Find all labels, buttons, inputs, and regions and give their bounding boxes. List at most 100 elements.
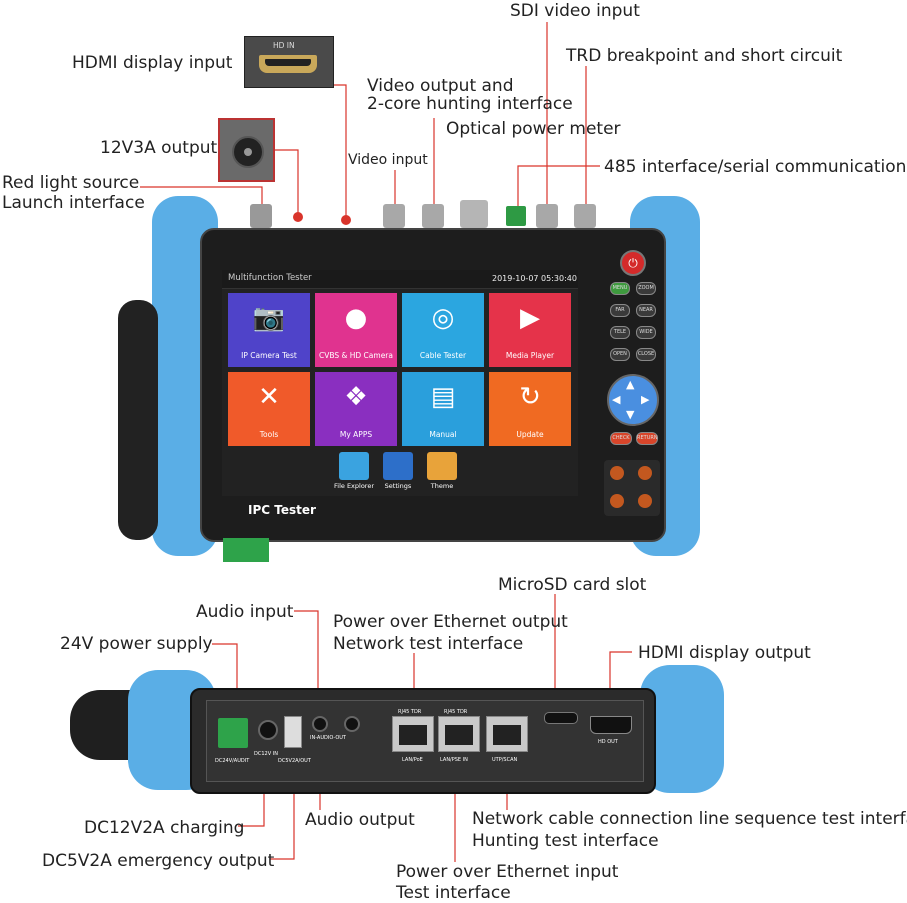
- control-key[interactable]: FAR: [610, 304, 630, 317]
- control-key[interactable]: TELE: [610, 326, 630, 339]
- dock-icon: [427, 452, 457, 480]
- callout-12v: 12V3A output: [100, 138, 218, 158]
- brand-label: IPC Tester: [248, 503, 316, 517]
- control-key[interactable]: WIDE: [636, 326, 656, 339]
- app-tile-label: Manual: [429, 430, 457, 439]
- dc-jack-closeup: [218, 118, 275, 182]
- app-tile[interactable]: ▤ Manual: [402, 372, 484, 446]
- callout-red-light-1: Red light source: [2, 173, 140, 193]
- app-tile[interactable]: ✕ Tools: [228, 372, 310, 446]
- rj45-a-label: RJ45 TDR: [398, 709, 422, 715]
- dc-jack-icon: [232, 136, 264, 168]
- callout-video-out-1: Video output and: [367, 76, 514, 96]
- callout-net-1: Network cable connection line sequence t…: [472, 809, 907, 829]
- dc24v-terminal: [218, 718, 248, 748]
- control-key[interactable]: ZOOM: [636, 282, 656, 295]
- app-tile-label: CVBS & HD Camera: [319, 351, 393, 360]
- dc5v-label: DC5V2A/OUT: [278, 758, 311, 764]
- callout-sdi: SDI video input: [510, 1, 640, 21]
- callout-net-2: Hunting test interface: [472, 831, 659, 851]
- app-tile-icon: ▶: [520, 303, 540, 333]
- multimeter-jacks: [604, 460, 660, 516]
- app-tile[interactable]: ❖My APPS: [315, 372, 397, 446]
- app-tile-icon: ↻: [519, 382, 541, 412]
- utp-label: UTP/SCAN: [492, 757, 518, 763]
- lan-pse-label: LAN/PSE IN: [440, 757, 468, 763]
- dock-item[interactable]: Settings: [378, 452, 418, 490]
- app-tile[interactable]: ◎Cable Tester: [402, 293, 484, 367]
- app-tile-icon: ▤: [430, 382, 456, 412]
- dock-item[interactable]: Theme: [422, 452, 462, 490]
- hdmi-port-icon: [259, 55, 317, 73]
- app-tile[interactable]: ▶ Media Player: [489, 293, 571, 367]
- rj45-b-label: RJ45 TDR: [444, 709, 468, 715]
- app-tile-label: Media Player: [505, 351, 555, 360]
- control-key[interactable]: MENU: [610, 282, 630, 295]
- bottom-terminal: [223, 538, 269, 562]
- callout-poe-out-1: Power over Ethernet output: [333, 612, 568, 632]
- audio-label: IN-AUDIO-OUT: [310, 735, 346, 741]
- hdmi-input-closeup: HD IN: [244, 36, 334, 88]
- callout-trd: TRD breakpoint and short circuit: [566, 46, 843, 66]
- dock-label: Settings: [384, 482, 412, 490]
- dock-icon: [383, 452, 413, 480]
- dc12v-label: DC12V IN: [254, 751, 278, 757]
- rj45-poe-out-port: [392, 716, 434, 752]
- control-key[interactable]: OPEN: [610, 348, 630, 361]
- dock-item[interactable]: File Explorer: [334, 452, 374, 490]
- connector-optical: [460, 200, 488, 228]
- callout-24v: 24V power supply: [60, 634, 213, 654]
- app-tile[interactable]: ↻ Update: [489, 372, 571, 446]
- connector-trd: [574, 204, 596, 228]
- callout-poe-in-2: Test interface: [396, 883, 511, 903]
- power-button[interactable]: ⏻: [620, 250, 646, 276]
- dpad-down-icon: ▼: [626, 408, 635, 421]
- connector-sdi: [536, 204, 558, 228]
- control-key[interactable]: NEAR: [636, 304, 656, 317]
- hand-strap: [118, 300, 158, 540]
- lan-poe-label: LAN/PoE: [402, 757, 423, 763]
- usb-port: [284, 716, 302, 748]
- dc12v-jack: [258, 720, 278, 740]
- callout-video-out-2: 2-core hunting interface: [367, 94, 573, 114]
- screen: Multifunction Tester 2019-10-07 05:30:40…: [222, 270, 578, 496]
- app-tile-label: IP Camera Test: [241, 351, 297, 360]
- app-tile-label: My APPS: [339, 430, 373, 439]
- screen-title: Multifunction Tester: [228, 273, 312, 283]
- dpad[interactable]: ▲ ▼ ◀ ▶: [607, 374, 659, 426]
- dpad-up-icon: ▲: [626, 378, 635, 391]
- callout-video-in: Video input: [348, 152, 428, 168]
- check-button[interactable]: CHECK: [610, 432, 632, 445]
- callout-red-light-2: Launch interface: [2, 193, 145, 213]
- app-tile-icon: ◎: [431, 303, 455, 333]
- connector-video-in: [383, 204, 405, 228]
- callout-dc12: DC12V2A charging: [84, 818, 245, 838]
- callout-optical: Optical power meter: [446, 119, 621, 139]
- connector-red-light: [250, 204, 272, 228]
- microsd-slot: [544, 712, 578, 724]
- app-tile-icon: ✕: [258, 382, 280, 412]
- return-button[interactable]: RETURN: [636, 432, 658, 445]
- rj45-utp-port: [486, 716, 528, 752]
- app-tile-label: Tools: [259, 430, 279, 439]
- dpad-left-icon: ◀: [612, 393, 621, 406]
- callout-audio-in: Audio input: [196, 602, 294, 622]
- callout-dc5: DC5V2A emergency output: [42, 851, 275, 871]
- dpad-right-icon: ▶: [641, 393, 650, 406]
- dock-label: File Explorer: [334, 482, 375, 490]
- connector-video-out: [422, 204, 444, 228]
- dock-icon: [339, 452, 369, 480]
- app-tile[interactable]: ●CVBS & HD Camera: [315, 293, 397, 367]
- callout-microsd: MicroSD card slot: [498, 575, 647, 595]
- app-tile[interactable]: 📷IP Camera Test: [228, 293, 310, 367]
- hd-out-label: HD OUT: [598, 739, 618, 745]
- control-key[interactable]: CLOSE: [636, 348, 656, 361]
- rj45-poe-in-port: [438, 716, 480, 752]
- app-tile-label: Update: [516, 430, 544, 439]
- audio-out-jack: [344, 716, 360, 732]
- dc24v-label: DC24V/AUDIT: [215, 758, 250, 764]
- callout-485: 485 interface/serial communication: [604, 157, 907, 177]
- audio-in-jack: [312, 716, 328, 732]
- callout-poe-out-2: Network test interface: [333, 634, 524, 654]
- hd-in-label: HD IN: [273, 41, 295, 50]
